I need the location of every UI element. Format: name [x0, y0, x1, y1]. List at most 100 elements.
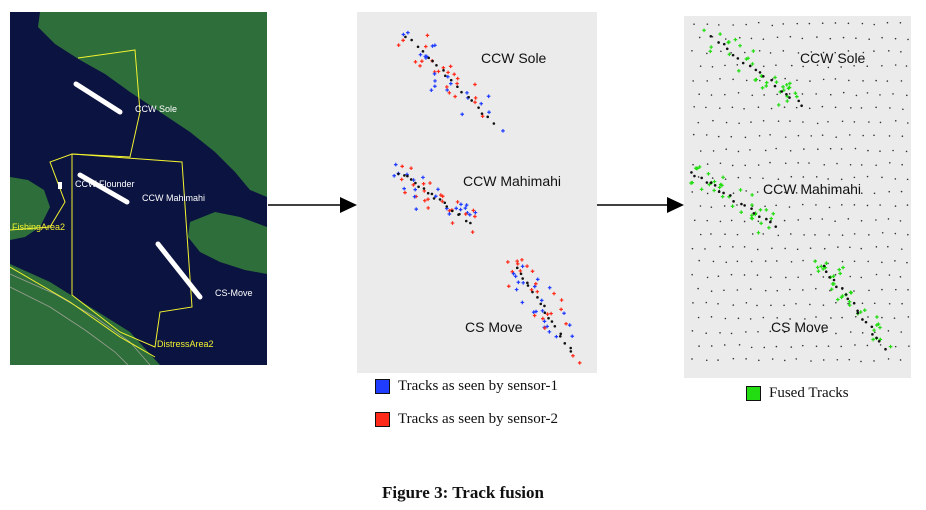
sensor1-point	[534, 309, 538, 314]
grid-dot	[783, 331, 786, 334]
grid-dot	[705, 359, 708, 362]
sensor1-point	[547, 329, 552, 334]
fused-point	[773, 75, 777, 80]
sensor1-point	[414, 207, 419, 211]
grid-dot	[769, 134, 771, 136]
track-core-point	[705, 181, 709, 184]
grid-dot	[777, 234, 780, 237]
grid-dot	[829, 93, 832, 96]
legend-swatch-sensor2	[375, 412, 390, 427]
grid-dot	[784, 276, 787, 279]
track-core-point	[758, 71, 762, 74]
sensor2-point	[440, 199, 445, 204]
grid-dot	[836, 162, 838, 165]
boundary-line	[10, 266, 156, 358]
grid-dot	[899, 21, 902, 24]
grid-dot	[847, 302, 849, 305]
grid-dot	[743, 51, 746, 54]
grid-dot	[829, 147, 832, 150]
fused-point	[816, 269, 821, 274]
grid-dot	[866, 65, 869, 68]
track-core-point	[460, 90, 463, 94]
fused-point	[708, 49, 713, 54]
grid-dot	[706, 80, 709, 82]
grid-dot	[868, 234, 870, 236]
grid-dot	[776, 93, 778, 96]
grid-dot	[706, 52, 708, 55]
grid-dot	[894, 205, 897, 207]
grid-dot	[887, 218, 890, 220]
track-core-point	[515, 266, 519, 270]
grid-dot	[892, 93, 894, 95]
sensor1-point	[436, 187, 440, 192]
fused-label-mahimahi: CCW Mahimahi	[763, 181, 861, 197]
track-marker	[58, 182, 62, 189]
sensor2-point	[446, 70, 450, 75]
track-core-point	[785, 92, 788, 96]
grid-dot	[705, 332, 707, 335]
sensor2-point	[425, 33, 430, 38]
sensor1-point	[535, 277, 540, 282]
track-core-point	[741, 61, 745, 65]
grid-dot	[801, 203, 804, 206]
grid-dot	[750, 346, 753, 349]
grid-dot	[789, 233, 792, 235]
grid-dot	[907, 38, 909, 41]
grid-dot	[699, 150, 702, 152]
sensor1-point	[432, 72, 437, 76]
figure-caption: Figure 3: Track fusion	[382, 483, 544, 502]
grid-dot	[906, 204, 909, 206]
sensor1-point	[447, 212, 452, 216]
grid-dot	[840, 66, 842, 68]
grid-dot	[866, 92, 869, 94]
grid-dot	[771, 247, 773, 250]
grid-dot	[782, 23, 785, 25]
grid-dot	[692, 302, 694, 304]
grid-dot	[894, 64, 897, 66]
land-mass-east	[188, 212, 267, 274]
grid-dot	[788, 206, 791, 208]
fused-point	[823, 265, 828, 270]
track-core-point	[422, 187, 426, 190]
grid-dot	[879, 344, 882, 346]
sensor2-point	[506, 284, 511, 289]
grid-dot	[908, 345, 910, 347]
track-core-point	[416, 45, 420, 49]
grid-dot	[802, 176, 805, 178]
grid-dot	[841, 234, 844, 236]
grid-dot	[827, 345, 830, 347]
legend-sensor2: Tracks as seen by sensor-2	[375, 411, 558, 428]
grid-dot	[808, 330, 811, 333]
grid-dot	[769, 330, 772, 333]
grid-dot	[797, 162, 799, 164]
track-core-point	[788, 96, 791, 99]
grid-dot	[758, 359, 760, 362]
grid-dot	[840, 148, 843, 150]
sensor2-point	[409, 166, 413, 170]
fused-point	[878, 325, 882, 330]
fused-point	[781, 85, 785, 89]
grid-dot	[841, 260, 844, 263]
grid-dot	[758, 49, 761, 52]
sensor2-point	[452, 72, 457, 77]
grid-dot	[706, 23, 709, 25]
grid-dot	[809, 247, 812, 249]
sensor2-point	[450, 221, 455, 225]
grid-dot	[691, 273, 693, 276]
grid-dot	[827, 120, 829, 123]
grid-dot	[888, 274, 891, 276]
grid-dot	[710, 94, 713, 96]
grid-dot	[745, 23, 747, 26]
track-core-point	[464, 219, 468, 223]
track-core-point	[406, 174, 409, 178]
fused-point	[720, 194, 725, 199]
fused-point	[721, 175, 725, 180]
track-core-point	[713, 184, 717, 187]
track-core-point	[521, 277, 524, 280]
sensor2-point	[421, 181, 426, 186]
grid-dot	[795, 106, 798, 109]
grid-dot	[886, 80, 889, 82]
grid-dot	[848, 358, 851, 361]
track-core-point	[748, 64, 752, 68]
grid-dot	[881, 64, 883, 67]
